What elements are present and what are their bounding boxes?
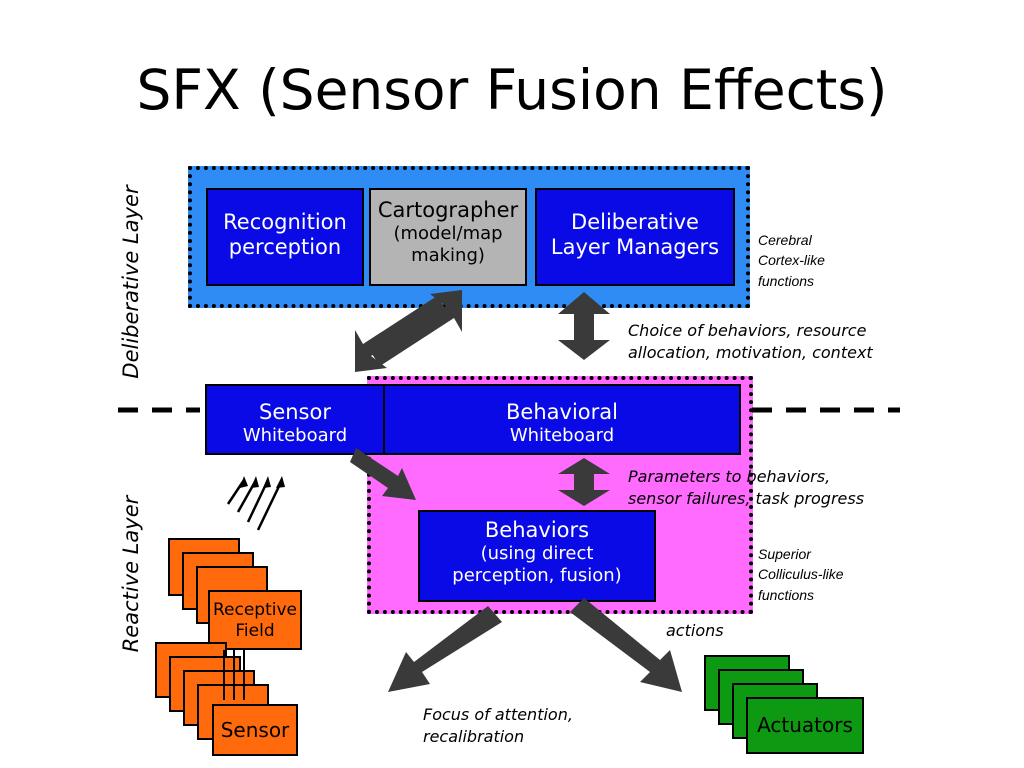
sensor-behaviors-arrow — [350, 448, 416, 500]
parameters-line2: sensor failures, task progress — [628, 489, 865, 509]
cerebral-line3: functions — [758, 272, 815, 289]
sensor-whiteboard-box: Sensor Whiteboard — [205, 384, 385, 455]
cartographer-line2: (model/map — [393, 223, 503, 245]
sensor-wb-line1: Sensor — [259, 400, 331, 424]
behavioral-wb-line2: Whiteboard — [509, 425, 615, 447]
cartographer-box: Cartographer (model/map making) — [369, 188, 527, 286]
receptive-field-line1: Receptive — [212, 600, 297, 620]
choice-line2: allocation, motivation, context — [628, 343, 873, 363]
behaviors-box: Behaviors (using direct perception, fusi… — [418, 510, 656, 602]
deliberative-managers-box: Deliberative Layer Managers — [535, 188, 735, 286]
receptive-field-box: Receptive Field — [208, 590, 302, 650]
page-title: SFX (Sensor Fusion Effects) — [136, 58, 888, 122]
recognition-line1: Recognition — [223, 210, 347, 234]
cartographer-line3: making) — [411, 244, 485, 266]
cerebral-line1: Cerebral — [758, 232, 812, 248]
superior-line3: functions — [758, 586, 815, 603]
recognition-perception-box: Recognition perception — [206, 188, 364, 286]
choice-annotation: Choice of behaviors, resource allocation… — [628, 320, 928, 365]
parameters-line1: Parameters to behaviors, — [628, 467, 831, 486]
choice-line1: Choice of behaviors, resource — [628, 321, 867, 340]
focus-line1: Focus of attention, — [423, 705, 573, 724]
focus-annotation: Focus of attention, recalibration — [423, 704, 653, 749]
focus-arrow — [388, 606, 502, 692]
superior-colliculus-note: Superior Colliculus-like functions — [758, 544, 878, 605]
behaviors-line1: Behaviors — [484, 518, 590, 542]
managers-behavioral-arrow — [558, 292, 610, 360]
behaviors-line3: perception, fusion) — [452, 564, 622, 586]
cerebral-line2: Cortex-like — [758, 252, 825, 269]
receptive-sensor-lines — [223, 650, 245, 700]
behaviors-line2: (using direct — [480, 543, 594, 565]
sensor-box: Sensor — [212, 704, 298, 756]
managers-line2: Layer Managers — [550, 235, 720, 260]
superior-line1: Superior — [758, 546, 811, 562]
behavioral-wb-line1: Behavioral — [506, 400, 618, 424]
actuators-box: Actuators — [746, 697, 864, 754]
receptive-field-line2: Field — [235, 621, 275, 642]
cartographer-sensor-arrow — [355, 290, 462, 372]
managers-line1: Deliberative — [571, 210, 699, 234]
cartographer-title: Cartographer — [377, 198, 519, 222]
whiteboard-behaviors-arrow — [558, 458, 610, 506]
behavioral-whiteboard-box: Behavioral Whiteboard — [383, 384, 741, 455]
sensor-wb-line2: Whiteboard — [242, 425, 348, 447]
recognition-line2: perception — [228, 235, 342, 260]
parameters-annotation: Parameters to behaviors, sensor failures… — [628, 466, 928, 511]
cerebral-cortex-note: Cerebral Cortex-like functions — [758, 230, 878, 291]
superior-line2: Colliculus-like — [758, 566, 844, 583]
actions-arrow — [570, 598, 682, 692]
focus-line2: recalibration — [423, 727, 525, 747]
actions-annotation: actions — [666, 621, 724, 640]
